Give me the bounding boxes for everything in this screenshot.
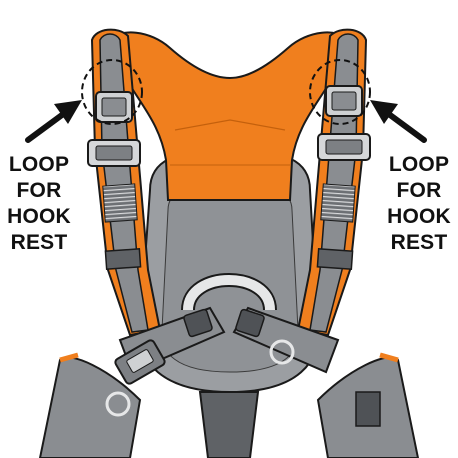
right-shoulder-strap xyxy=(296,28,371,337)
shoulder-pad-seam xyxy=(174,119,286,131)
callout-left-label: LOOP FOR HOOK REST xyxy=(0,152,78,256)
callout-right-label: LOOP FOR HOOK REST xyxy=(380,152,458,256)
left-shoulder-strap xyxy=(87,28,162,337)
callout-left-line-1: LOOP xyxy=(8,153,70,176)
shoulder-pad-orange xyxy=(108,31,350,201)
callout-right-line-2: FOR xyxy=(396,179,442,202)
dashed-highlight-circle-right xyxy=(309,59,371,125)
callout-right-line-3: HOOK xyxy=(387,205,451,228)
arrow-up-right-icon xyxy=(25,100,82,143)
callout-left-line-3: HOOK xyxy=(7,205,71,228)
leg-loops xyxy=(38,339,420,458)
dashed-highlight-circle-left xyxy=(81,59,143,125)
callout-left-line-2: FOR xyxy=(16,179,62,202)
side-buckle-left xyxy=(114,339,166,385)
dorsal-d-ring xyxy=(181,273,277,312)
arrow-up-left-icon xyxy=(370,100,427,143)
callout-right-line-4: REST xyxy=(390,231,448,254)
callout-right-line-1: LOOP xyxy=(388,153,450,176)
callout-left-line-4: REST xyxy=(10,231,68,254)
